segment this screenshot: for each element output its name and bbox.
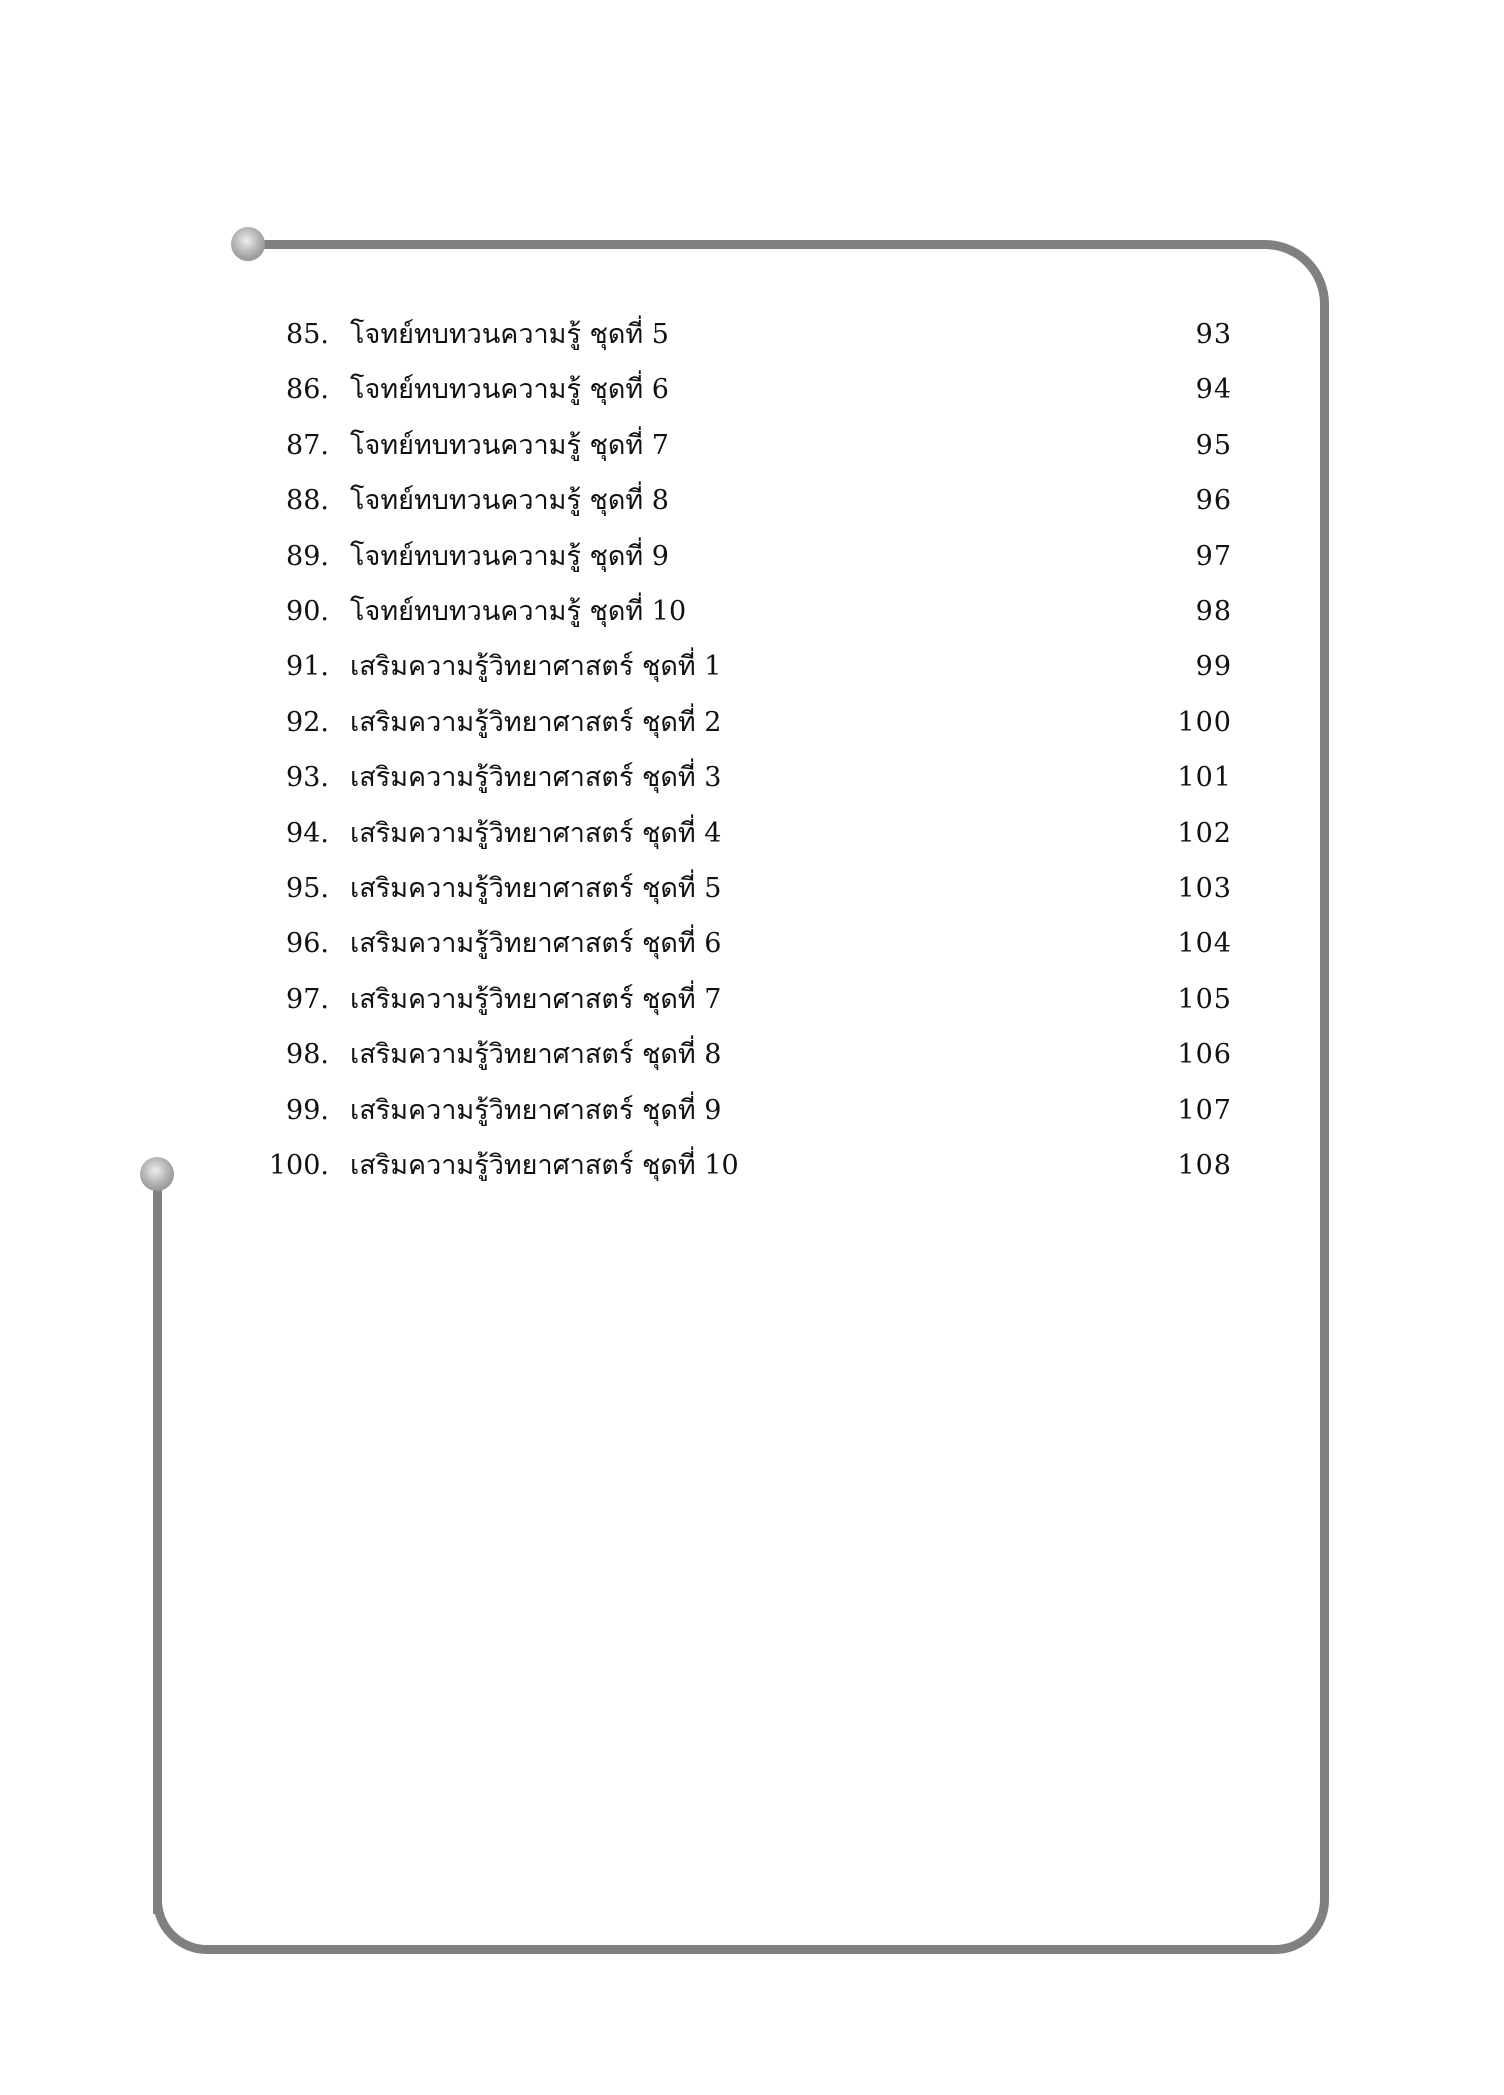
toc-entry: 98. เสริมความรู้วิทยาศาสตร์ ชุดที่ 8 106	[0, 1035, 1504, 1075]
toc-entry-page: 102	[1177, 817, 1232, 849]
toc-entry-page: 104	[1177, 928, 1232, 960]
toc-entry-page: 107	[1177, 1094, 1232, 1126]
toc-entry-number: 92.	[286, 706, 329, 738]
toc-entry: 85. โจทย์ทบทวนความรู้ ชุดที่ 5 93	[0, 315, 1504, 355]
toc-entry: 94. เสริมความรู้วิทยาศาสตร์ ชุดที่ 4 102	[0, 814, 1504, 854]
toc-entry-page: 97	[1195, 540, 1232, 572]
toc-entry-number: 95.	[286, 873, 329, 904]
toc-entry-page: 95	[1195, 429, 1232, 461]
toc-entry: 91. เสริมความรู้วิทยาศาสตร์ ชุดที่ 1 99	[0, 647, 1504, 687]
toc-entry-title: เสริมความรู้วิทยาศาสตร์ ชุดที่ 3	[350, 762, 722, 794]
toc-entry-title: โจทย์ทบทวนความรู้ ชุดที่ 5	[350, 319, 669, 350]
toc-entry-number: 98.	[286, 1039, 329, 1071]
toc-entry-title: โจทย์ทบทวนความรู้ ชุดที่ 9	[350, 540, 669, 572]
toc-entry-page: 108	[1177, 1150, 1232, 1181]
toc-entry: 96. เสริมความรู้วิทยาศาสตร์ ชุดที่ 6 104	[0, 924, 1504, 964]
toc-entry-number: 94.	[286, 817, 329, 849]
frame-gap	[140, 230, 250, 1175]
toc-entry-title: เสริมความรู้วิทยาศาสตร์ ชุดที่ 10	[350, 1150, 739, 1181]
toc-entry-number: 86.	[286, 374, 329, 406]
toc-entry-page: 100	[1177, 706, 1232, 738]
toc-entry: 92. เสริมความรู้วิทยาศาสตร์ ชุดที่ 2 100	[0, 703, 1504, 743]
toc-entry-page: 106	[1177, 1039, 1232, 1071]
toc-entry-title: เสริมความรู้วิทยาศาสตร์ ชุดที่ 7	[350, 983, 722, 1015]
decorative-ball-left	[140, 1157, 174, 1191]
toc-entry-title: เสริมความรู้วิทยาศาสตร์ ชุดที่ 8	[350, 1039, 722, 1071]
toc-entry-page: 103	[1177, 873, 1232, 904]
toc-entry-title: โจทย์ทบทวนความรู้ ชุดที่ 6	[350, 374, 669, 406]
toc-entry-page: 105	[1177, 983, 1232, 1015]
toc-entry-page: 93	[1195, 319, 1232, 350]
toc-entry: 93. เสริมความรู้วิทยาศาสตร์ ชุดที่ 3 101	[0, 758, 1504, 798]
toc-entry: 88. โจทย์ทบทวนความรู้ ชุดที่ 8 96	[0, 481, 1504, 521]
toc-entry: 87. โจทย์ทบทวนความรู้ ชุดที่ 7 95	[0, 426, 1504, 466]
toc-entry-title: เสริมความรู้วิทยาศาสตร์ ชุดที่ 6	[350, 928, 722, 960]
toc-entry-title: เสริมความรู้วิทยาศาสตร์ ชุดที่ 1	[350, 651, 722, 683]
toc-entry-number: 89.	[286, 540, 329, 572]
toc-entry-number: 100.	[268, 1150, 329, 1181]
toc-entry: 89. โจทย์ทบทวนความรู้ ชุดที่ 9 97	[0, 537, 1504, 577]
toc-entry-page: 99	[1195, 651, 1232, 683]
toc-entry-number: 97.	[286, 983, 329, 1015]
toc-entry: 97. เสริมความรู้วิทยาศาสตร์ ชุดที่ 7 105	[0, 980, 1504, 1020]
toc-entry: 86. โจทย์ทบทวนความรู้ ชุดที่ 6 94	[0, 370, 1504, 410]
toc-entry-title: โจทย์ทบทวนความรู้ ชุดที่ 7	[350, 429, 669, 461]
toc-entry: 100. เสริมความรู้วิทยาศาสตร์ ชุดที่ 10 108	[0, 1146, 1504, 1186]
toc-entry-number: 85.	[286, 319, 329, 350]
toc-entry-title: เสริมความรู้วิทยาศาสตร์ ชุดที่ 4	[350, 817, 722, 849]
toc-entry-page: 101	[1177, 762, 1232, 794]
toc-entry-page: 96	[1195, 485, 1232, 517]
toc-entry-number: 99.	[286, 1094, 329, 1126]
toc-entry-number: 90.	[286, 596, 329, 627]
toc-entry: 90. โจทย์ทบทวนความรู้ ชุดที่ 10 98	[0, 592, 1504, 632]
toc-entry-number: 87.	[286, 429, 329, 461]
toc-entry-number: 88.	[286, 485, 329, 517]
decorative-ball-top	[231, 227, 265, 261]
toc-entry: 95. เสริมความรู้วิทยาศาสตร์ ชุดที่ 5 103	[0, 869, 1504, 909]
frame-left-line	[153, 1174, 162, 1914]
toc-entry-title: เสริมความรู้วิทยาศาสตร์ ชุดที่ 2	[350, 706, 722, 738]
toc-entry-title: โจทย์ทบทวนความรู้ ชุดที่ 10	[350, 596, 687, 627]
toc-entry-title: เสริมความรู้วิทยาศาสตร์ ชุดที่ 5	[350, 873, 722, 904]
toc-entry: 99. เสริมความรู้วิทยาศาสตร์ ชุดที่ 9 107	[0, 1091, 1504, 1131]
toc-entry-title: เสริมความรู้วิทยาศาสตร์ ชุดที่ 9	[350, 1094, 722, 1126]
toc-entry-page: 94	[1195, 374, 1232, 406]
toc-entry-page: 98	[1195, 596, 1232, 627]
toc-entry-title: โจทย์ทบทวนความรู้ ชุดที่ 8	[350, 485, 669, 517]
toc-entry-number: 91.	[286, 651, 329, 683]
toc-entry-number: 96.	[286, 928, 329, 960]
toc-entry-number: 93.	[286, 762, 329, 794]
